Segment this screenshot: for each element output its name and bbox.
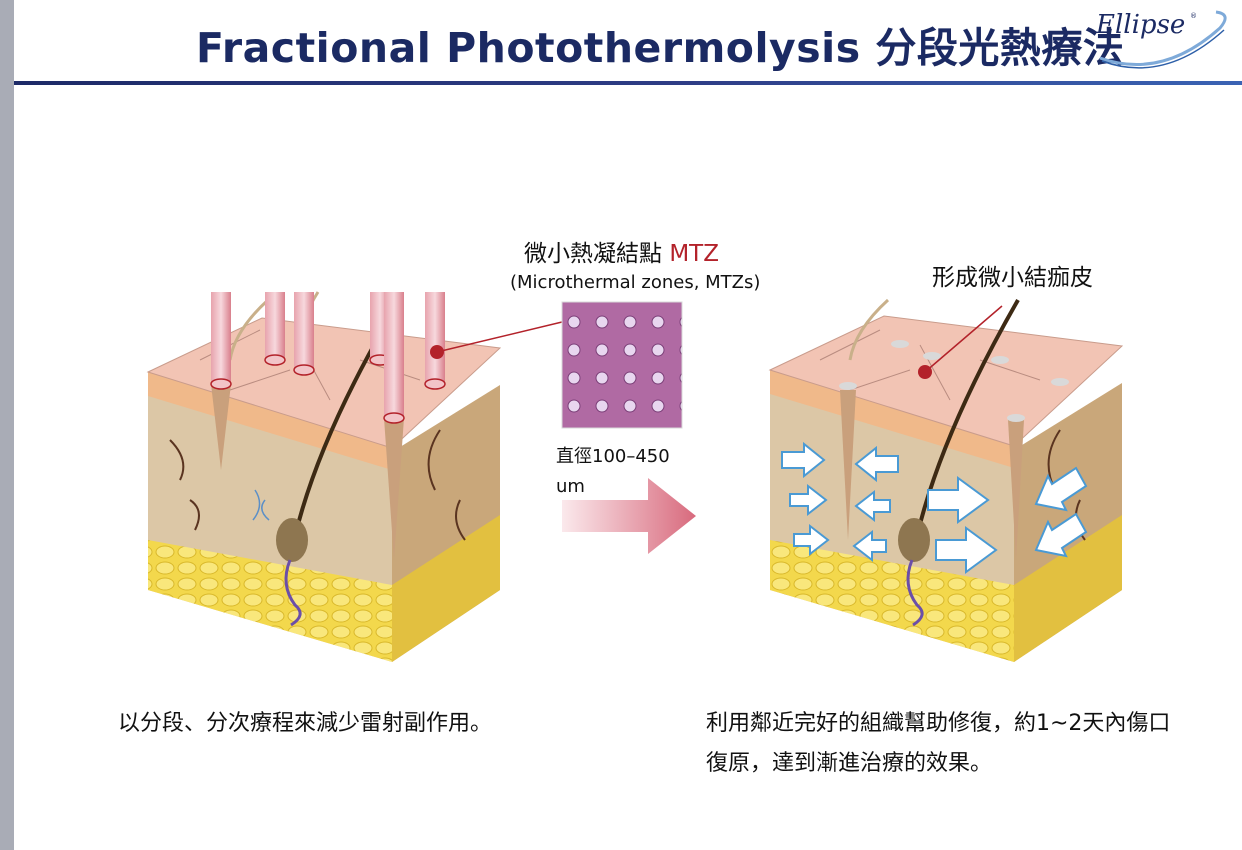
mtz-label-en: MTZ [669, 241, 719, 267]
caption-right: 利用鄰近完好的組織幫助修復，約1~2天內傷口復原，達到漸進治療的效果。 [706, 711, 1171, 776]
laser-beam-icon [210, 292, 446, 560]
progress-arrow-icon [562, 478, 696, 554]
page-title: Fractional Photothermolysis 分段光熱療法 [196, 24, 1125, 72]
logo-registered-mark: ® [1190, 12, 1197, 20]
caption-left: 以分段、分次療程來減少雷射副作用。 [118, 711, 493, 736]
left-accent-bar [0, 0, 14, 850]
mtz-pointer-line [436, 321, 563, 353]
ellipse-logo-icon [1099, 10, 1227, 69]
logo-text: Ellipse [1096, 10, 1186, 40]
skin-block-after-icon [768, 298, 1124, 662]
mtz-histology-icon [561, 301, 683, 429]
mtz-label: 微小熱凝結點 MTZ [524, 234, 719, 268]
mtz-pointer-dot [430, 345, 444, 359]
scab-pointer-line [924, 305, 1003, 373]
title-underline [14, 81, 1242, 85]
healing-arrow-icon [781, 441, 1088, 574]
scab-label: 形成微小結痂皮 [932, 265, 1093, 291]
diameter-label: 直徑100–450 um [556, 446, 670, 497]
scab-pointer-dot [918, 365, 932, 379]
mtz-sublabel: (Microthermal zones, MTZs) [510, 272, 761, 293]
skin-block-before-icon [146, 291, 502, 662]
mtz-label-zh: 微小熱凝結點 [524, 241, 662, 267]
